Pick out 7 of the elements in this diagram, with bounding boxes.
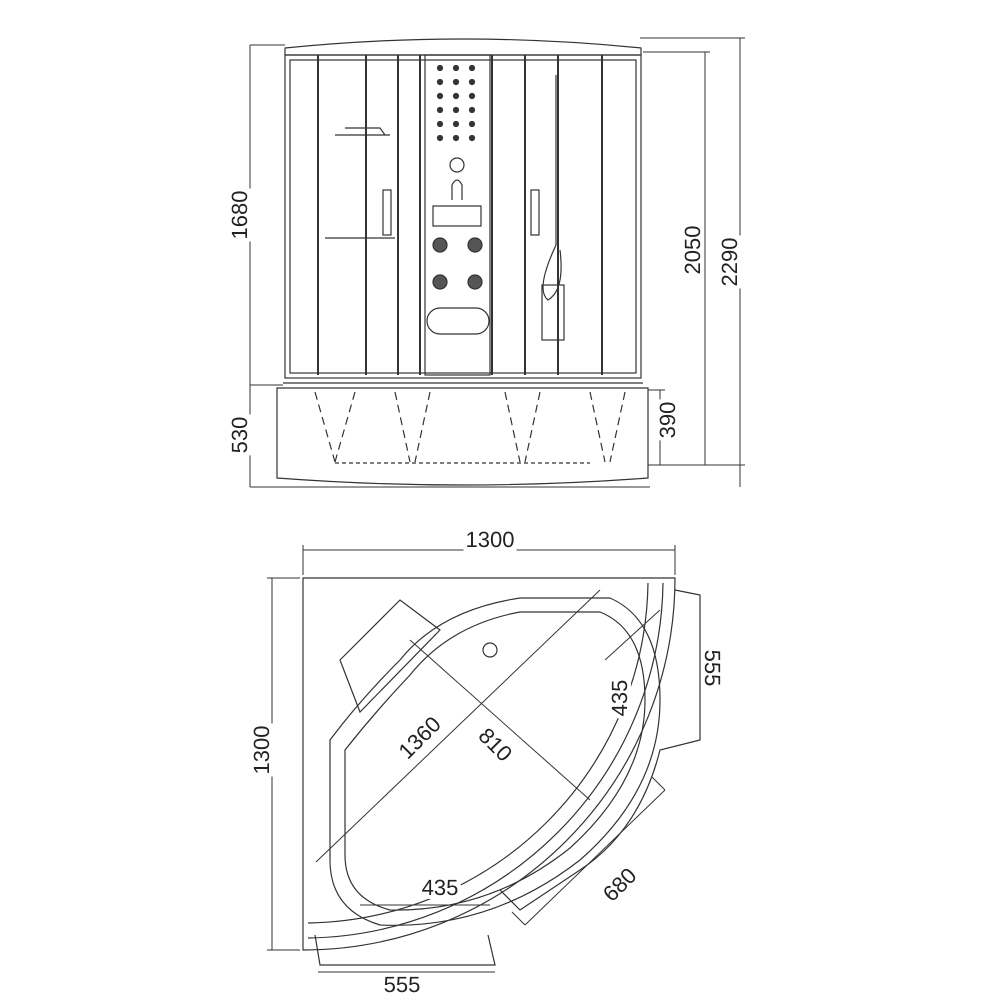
dimension-label: 1680 (229, 188, 251, 242)
dimension-label: 530 (229, 414, 251, 456)
dimension-label: 2290 (719, 236, 741, 288)
dimension-label: 435 (609, 678, 631, 718)
dimension-label: 1300 (464, 529, 516, 551)
dimension-label: 435 (420, 877, 460, 899)
dimension-label: 1300 (251, 724, 273, 776)
